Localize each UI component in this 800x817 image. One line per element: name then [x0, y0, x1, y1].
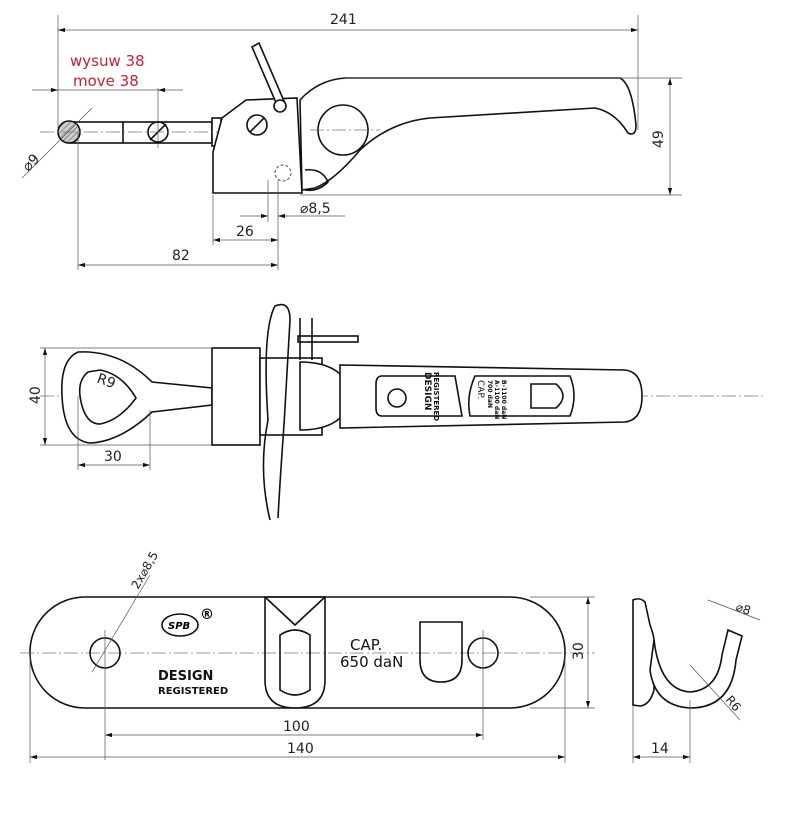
lever-handle — [299, 77, 637, 191]
plan-cap-line3: B-1100 daN — [500, 380, 507, 419]
catch-plate — [29, 596, 566, 709]
hook-base — [632, 598, 656, 707]
plate-view: 2x⌀8,5 SPB ® DESIGN REGISTERED CAP. 650 … — [20, 549, 595, 763]
dim-length-label: 241 — [330, 12, 357, 28]
latch-body-plan — [211, 347, 261, 446]
plate-width-label: 30 — [571, 642, 587, 660]
plate-cap-title: CAP. — [350, 636, 382, 654]
stroke-label-en: move 38 — [73, 72, 139, 90]
latch-body — [212, 97, 303, 194]
dim-26-label: 26 — [236, 224, 254, 240]
hole-diameter-label: ⌀8,5 — [300, 201, 331, 217]
plate-design-label: DESIGN — [158, 669, 213, 684]
stroke-label-pl: wysuw 38 — [70, 52, 145, 70]
logo — [161, 613, 199, 637]
dim-82-label: 82 — [172, 248, 190, 264]
width-label: 40 — [28, 386, 44, 404]
eye-loop — [61, 351, 213, 444]
registered-mark: ® — [200, 607, 214, 623]
dim-100-label: 100 — [283, 719, 310, 735]
plunger-rod — [69, 121, 213, 144]
hook — [649, 628, 743, 709]
hook-radius-label: R6 — [723, 693, 744, 714]
hook-side-view: ⌀8 R6 14 — [632, 598, 761, 763]
eye-radius-label: R9 — [95, 371, 118, 392]
plan-design-label: DESIGN — [422, 372, 432, 410]
dim-14-label: 14 — [651, 741, 669, 757]
plan-cap-title: CAP. — [475, 380, 485, 399]
hook-slot — [264, 596, 326, 709]
plan-cap-line2: A-1100 daN — [493, 380, 500, 419]
top-view: 241 wysuw 38 move 38 ⌀9 49 — [20, 12, 682, 270]
logo-text: SPB — [168, 621, 190, 632]
plate-cap-value: 650 daN — [340, 653, 403, 671]
dim-140-label: 140 — [287, 741, 314, 757]
lever-handle-plan — [339, 364, 643, 429]
pin-diameter-label: ⌀9 — [20, 151, 44, 175]
spring-wire — [262, 303, 291, 521]
hook-diameter-label: ⌀8 — [734, 600, 753, 618]
plan-view: DESIGN REGISTERED CAP. 700 daN A-1100 da… — [28, 303, 765, 521]
eye-length-label: 30 — [104, 449, 122, 465]
plate-registered-label: REGISTERED — [158, 686, 228, 697]
height-label: 49 — [651, 130, 667, 148]
plan-cap-line1: 700 daN — [486, 380, 493, 408]
holes-label: 2x⌀8,5 — [128, 549, 161, 592]
safety-pin — [250, 41, 286, 107]
plan-registered-label: REGISTERED — [432, 372, 440, 421]
